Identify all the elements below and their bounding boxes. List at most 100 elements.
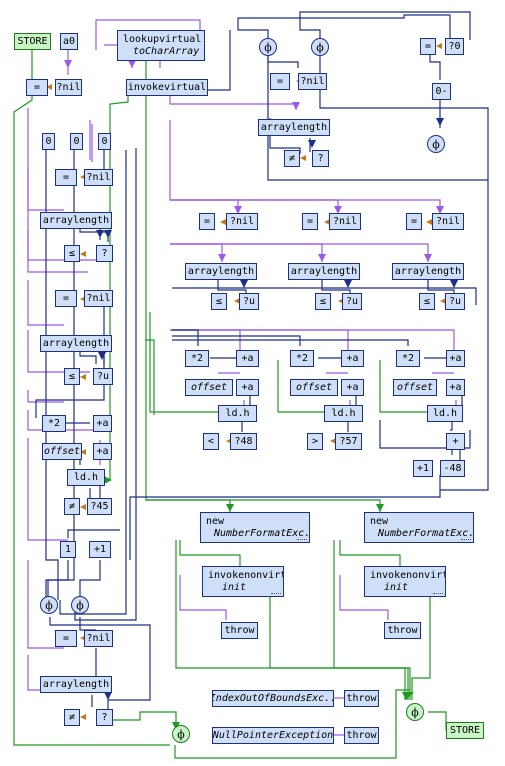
bound-check-node[interactable]: ?u <box>239 293 259 310</box>
negate-node[interactable]: 0- <box>432 83 451 100</box>
arraylength-node[interactable]: arraylength <box>40 212 112 229</box>
compare-48-node[interactable]: ?48 <box>230 433 257 450</box>
arraylength-node[interactable]: arraylength <box>40 676 112 693</box>
phi-node[interactable]: ϕ <box>427 135 445 153</box>
store-node[interactable]: STORE <box>446 722 484 739</box>
const-one-node[interactable]: 1 <box>60 541 76 558</box>
eq-node[interactable]: = <box>302 213 318 230</box>
load-half-node[interactable]: ld.h <box>324 405 363 422</box>
nil-check-node[interactable]: ?nil <box>226 213 258 230</box>
le-node[interactable]: ≤ <box>64 368 80 385</box>
offset-node[interactable]: offset <box>290 379 338 396</box>
ne-node[interactable]: ≠ <box>64 709 80 726</box>
compare-57-node[interactable]: ?57 <box>335 433 362 450</box>
plus1-node[interactable]: +1 <box>413 460 433 477</box>
arraylength-node[interactable]: arraylength <box>185 263 257 280</box>
load-half-node[interactable]: ld.h <box>427 405 463 422</box>
throw-node[interactable]: throw <box>344 727 379 744</box>
mul2-node[interactable]: *2 <box>185 350 209 367</box>
add-address-node[interactable]: +a <box>446 379 465 396</box>
check-node[interactable]: ? <box>312 150 329 167</box>
eq-node[interactable]: = <box>406 213 422 230</box>
le-node[interactable]: ≤ <box>419 293 435 310</box>
check-node[interactable]: ? <box>96 709 113 726</box>
le-node[interactable]: ≤ <box>64 245 80 262</box>
eq-node[interactable]: = <box>55 169 77 186</box>
mul2-node[interactable]: *2 <box>42 415 66 432</box>
eq-node[interactable]: = <box>270 73 290 90</box>
nil-check-node[interactable]: ?nil <box>298 73 327 90</box>
add-address-node[interactable]: +a <box>93 443 112 460</box>
invokenonvirtual-node[interactable]: invokenonvirtual init <box>364 566 446 597</box>
invokevirtual-node[interactable]: invokevirtual <box>126 79 208 96</box>
add-address-node[interactable]: +a <box>341 350 364 367</box>
offset-node[interactable]: offset <box>185 379 233 396</box>
nil-check-node[interactable]: ?nil <box>55 79 82 96</box>
load-half-node[interactable]: ld.h <box>218 405 257 422</box>
eq-node[interactable]: = <box>55 630 77 647</box>
ne-node[interactable]: ≠ <box>284 150 300 167</box>
store-node[interactable]: STORE <box>14 33 51 50</box>
mul2-node[interactable]: *2 <box>290 350 314 367</box>
exception-class-label: NumberFormatExc.. <box>378 527 474 539</box>
nil-check-node[interactable]: ?nil <box>84 630 113 647</box>
throw-node[interactable]: throw <box>221 622 258 639</box>
bound-check-node[interactable]: ?u <box>445 293 465 310</box>
invokenonvirtual-node[interactable]: invokenonvirtual init <box>202 566 284 597</box>
add-address-node[interactable]: +a <box>236 350 259 367</box>
phi-node[interactable]: ϕ <box>311 38 329 56</box>
new-exception-node[interactable]: new NumberFormatExc.. <box>364 512 474 543</box>
eq-node[interactable]: = <box>26 79 48 96</box>
arraylength-node[interactable]: arraylength <box>40 335 112 352</box>
minus48-node[interactable]: -48 <box>440 460 465 477</box>
add-address-node[interactable]: +a <box>236 379 259 396</box>
phi-node[interactable]: ϕ <box>406 703 424 721</box>
mul2-node[interactable]: *2 <box>396 350 420 367</box>
ne-node[interactable]: ≠ <box>64 498 80 515</box>
add-address-node[interactable]: +a <box>341 379 364 396</box>
tochararray-label: toCharArray <box>133 45 200 57</box>
const-zero-node[interactable]: 0 <box>98 133 111 150</box>
ioobe-node[interactable]: IndexOutOfBoundsExc.. <box>212 690 334 707</box>
const-zero-node[interactable]: 0 <box>70 133 83 150</box>
offset-node[interactable]: offset <box>393 379 437 396</box>
arraylength-node[interactable]: arraylength <box>392 263 464 280</box>
add-node[interactable]: + <box>446 433 465 450</box>
arraylength-node[interactable]: arraylength <box>258 119 330 136</box>
throw-node[interactable]: throw <box>384 622 421 639</box>
phi-node[interactable]: ϕ <box>259 38 277 56</box>
a0-node[interactable]: a0 <box>60 33 78 50</box>
phi-node[interactable]: ϕ <box>172 725 190 743</box>
arraylength-node[interactable]: arraylength <box>288 263 360 280</box>
load-half-node[interactable]: ld.h <box>67 469 105 486</box>
new-exception-node[interactable]: new NumberFormatExc.. <box>200 512 310 543</box>
compare-zero-node[interactable]: ?0 <box>445 38 464 55</box>
nil-check-node[interactable]: ?nil <box>84 290 113 307</box>
npe-node[interactable]: NullPointerException <box>212 727 334 744</box>
bound-check-node[interactable]: ?u <box>342 293 362 310</box>
bound-check-node[interactable]: ?u <box>93 368 113 385</box>
add-address-node[interactable]: +a <box>446 350 465 367</box>
nil-check-node[interactable]: ?nil <box>432 213 464 230</box>
phi-node[interactable]: ϕ <box>71 596 89 614</box>
le-node[interactable]: ≤ <box>315 293 331 310</box>
compare-45-node[interactable]: ?45 <box>87 498 112 515</box>
plus1-node[interactable]: +1 <box>89 541 111 558</box>
lookupvirtual-node[interactable]: lookupvirtual toCharArray <box>117 30 205 61</box>
add-address-node[interactable]: +a <box>93 415 112 432</box>
eq-node[interactable]: = <box>199 213 215 230</box>
phi-node[interactable]: ϕ <box>40 596 58 614</box>
offset-node[interactable]: offset <box>42 443 82 460</box>
lt-node[interactable]: < <box>203 433 219 450</box>
throw-node[interactable]: throw <box>344 690 379 707</box>
gt-node[interactable]: > <box>307 433 323 450</box>
le-node[interactable]: ≤ <box>211 293 227 310</box>
eq-node[interactable]: = <box>55 290 77 307</box>
eq-node[interactable]: = <box>420 38 436 55</box>
check-node[interactable]: ? <box>96 245 113 262</box>
init-label: init <box>384 581 409 593</box>
invokenonvirtual-label: invokenonvirtual <box>208 569 283 581</box>
nil-check-node[interactable]: ?nil <box>329 213 361 230</box>
const-zero-node[interactable]: 0 <box>42 133 55 150</box>
nil-check-node[interactable]: ?nil <box>84 169 113 186</box>
